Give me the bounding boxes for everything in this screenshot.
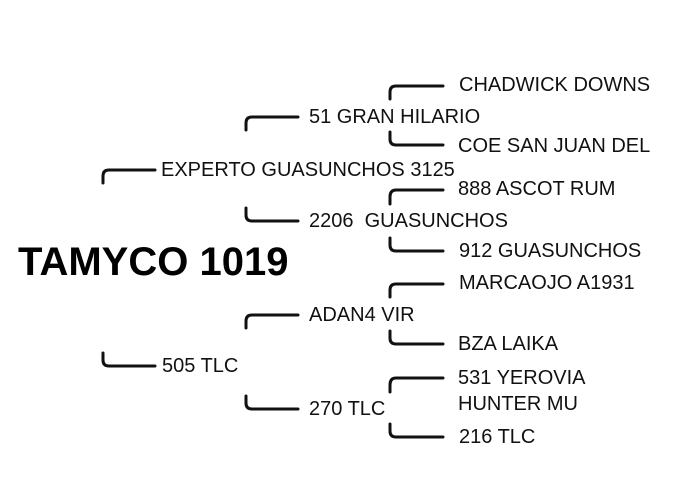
connector-sire-sire <box>244 115 300 132</box>
sd-dam-name: 912 GUASUNCHOS <box>459 240 642 262</box>
connector-ds-dam <box>388 329 445 346</box>
connector-sire <box>101 168 157 185</box>
connector-sd-sire <box>388 188 445 206</box>
sire-sire-name: 51 GRAN HILARIO <box>309 106 481 128</box>
connector-dd-dam <box>388 422 445 439</box>
animal-name: TAMYCO 1019 <box>18 240 289 284</box>
connector-dam-sire <box>244 313 300 330</box>
ds-sire-name: MARCAOJO A1931 <box>459 272 635 294</box>
sire-dam-name: 2206 GUASUNCHOS <box>309 210 508 232</box>
connector-ds-sire <box>388 282 445 299</box>
connector-sire-dam <box>244 206 300 223</box>
connector-dam-dam <box>244 394 300 411</box>
dam-name: 505 TLC <box>162 355 239 377</box>
connector-sd-dam <box>388 236 445 253</box>
ss-sire-name: CHADWICK DOWNS <box>459 74 651 96</box>
connector-ss-dam <box>388 130 445 147</box>
dd-dam-name: 216 TLC <box>459 426 536 448</box>
ss-dam-name: COE SAN JUAN DEL <box>458 135 651 157</box>
ds-dam-name: BZA LAIKA <box>458 333 559 355</box>
connector-dam <box>101 351 157 368</box>
sd-sire-name: 888 ASCOT RUM <box>458 178 616 200</box>
connector-ss-sire <box>388 84 445 101</box>
sire-name: EXPERTO GUASUNCHOS 3125 <box>161 159 455 181</box>
dam-dam-name: 270 TLC <box>309 398 386 420</box>
dam-sire-name: ADAN4 VIR <box>309 304 415 326</box>
connector-dd-sire <box>388 376 445 394</box>
dd-sire-name: 531 YEROVIA HUNTER MU <box>458 367 585 415</box>
